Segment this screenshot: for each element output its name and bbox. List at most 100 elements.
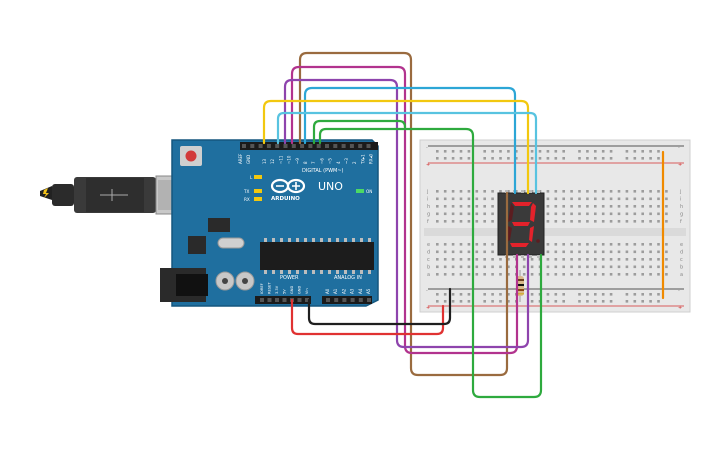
bb-hole[interactable] (483, 250, 486, 254)
rail-hole[interactable] (530, 157, 534, 160)
bb-hole[interactable] (459, 265, 463, 269)
bb-hole[interactable] (491, 220, 494, 223)
bb-hole[interactable] (436, 220, 439, 223)
bb-hole[interactable] (649, 190, 652, 193)
bb-hole[interactable] (436, 265, 439, 269)
rail-hole[interactable] (649, 150, 652, 153)
bb-hole[interactable] (475, 205, 479, 208)
bb-hole[interactable] (554, 250, 558, 254)
bb-hole[interactable] (546, 273, 550, 276)
bb-hole[interactable] (657, 212, 660, 216)
bb-hole[interactable] (649, 258, 652, 261)
header-pin[interactable] (266, 144, 271, 148)
bb-hole[interactable] (625, 273, 629, 276)
rail-hole[interactable] (562, 150, 565, 153)
header-pin[interactable] (242, 144, 246, 148)
bb-hole[interactable] (609, 250, 613, 254)
bb-hole[interactable] (601, 220, 605, 223)
bb-hole[interactable] (609, 190, 613, 193)
header-pin[interactable] (300, 144, 305, 148)
bb-hole[interactable] (443, 220, 447, 223)
header-pin[interactable] (258, 144, 263, 148)
bb-hole[interactable] (578, 197, 581, 201)
bb-hole[interactable] (459, 250, 463, 254)
bb-hole[interactable] (562, 212, 565, 216)
bb-hole[interactable] (633, 197, 637, 201)
bb-hole[interactable] (641, 205, 644, 208)
rail-hole[interactable] (546, 293, 550, 296)
bb-hole[interactable] (586, 212, 589, 216)
bb-hole[interactable] (633, 265, 637, 269)
bb-hole[interactable] (641, 265, 644, 269)
bb-hole[interactable] (443, 243, 447, 246)
bb-hole[interactable] (617, 220, 621, 223)
bb-hole[interactable] (625, 190, 629, 193)
header-pin[interactable] (334, 298, 339, 302)
bb-hole[interactable] (594, 212, 597, 216)
bb-hole[interactable] (459, 190, 463, 193)
rail-hole[interactable] (499, 300, 502, 303)
bb-hole[interactable] (554, 190, 558, 193)
bb-hole[interactable] (641, 250, 644, 254)
header-pin[interactable] (260, 298, 264, 302)
bb-hole[interactable] (546, 220, 550, 223)
bb-hole[interactable] (657, 205, 660, 208)
rail-hole[interactable] (459, 157, 463, 160)
rail-hole[interactable] (546, 157, 550, 160)
bb-hole[interactable] (578, 265, 581, 269)
bb-hole[interactable] (483, 190, 486, 193)
bb-hole[interactable] (578, 250, 581, 254)
rail-hole[interactable] (554, 300, 558, 303)
bb-hole[interactable] (467, 258, 471, 261)
bb-hole[interactable] (475, 197, 479, 201)
bb-hole[interactable] (649, 212, 652, 216)
bb-hole[interactable] (586, 250, 589, 254)
bb-hole[interactable] (459, 273, 463, 276)
bb-hole[interactable] (530, 190, 534, 193)
bb-hole[interactable] (586, 205, 589, 208)
bb-hole[interactable] (507, 273, 510, 276)
wires[interactable] (262, 51, 665, 399)
bb-hole[interactable] (451, 273, 455, 276)
bb-hole[interactable] (601, 258, 605, 261)
bb-hole[interactable] (530, 265, 534, 269)
rail-hole[interactable] (436, 293, 439, 296)
bb-hole[interactable] (578, 205, 581, 208)
header-pin[interactable] (267, 298, 272, 302)
display-pin[interactable] (521, 255, 524, 258)
rail-hole[interactable] (633, 157, 637, 160)
bb-hole[interactable] (443, 205, 447, 208)
bb-hole[interactable] (554, 265, 558, 269)
header-pin[interactable] (283, 144, 288, 148)
bb-hole[interactable] (665, 250, 668, 254)
bb-hole[interactable] (522, 258, 526, 261)
rail-hole[interactable] (538, 157, 542, 160)
bb-hole[interactable] (641, 273, 644, 276)
bb-hole[interactable] (641, 220, 644, 223)
bb-hole[interactable] (562, 243, 565, 246)
bb-hole[interactable] (665, 197, 668, 201)
rail-hole[interactable] (538, 150, 542, 153)
bb-hole[interactable] (451, 243, 455, 246)
rail-hole[interactable] (601, 300, 605, 303)
bb-hole[interactable] (483, 258, 486, 261)
bb-hole[interactable] (546, 190, 550, 193)
bb-hole[interactable] (491, 243, 494, 246)
bb-hole[interactable] (451, 197, 455, 201)
rail-hole[interactable] (546, 150, 550, 153)
bb-hole[interactable] (570, 190, 573, 193)
header-pin[interactable] (350, 298, 355, 302)
bb-hole[interactable] (625, 197, 629, 201)
rail-hole[interactable] (459, 300, 463, 303)
rail-hole[interactable] (633, 150, 637, 153)
bb-hole[interactable] (578, 243, 581, 246)
bb-hole[interactable] (594, 250, 597, 254)
bb-hole[interactable] (451, 265, 455, 269)
rail-hole[interactable] (467, 293, 471, 296)
header-pin[interactable] (326, 298, 330, 302)
bb-hole[interactable] (554, 205, 558, 208)
bb-hole[interactable] (601, 190, 605, 193)
bb-hole[interactable] (617, 197, 621, 201)
bb-hole[interactable] (609, 212, 613, 216)
rail-hole[interactable] (459, 293, 463, 296)
